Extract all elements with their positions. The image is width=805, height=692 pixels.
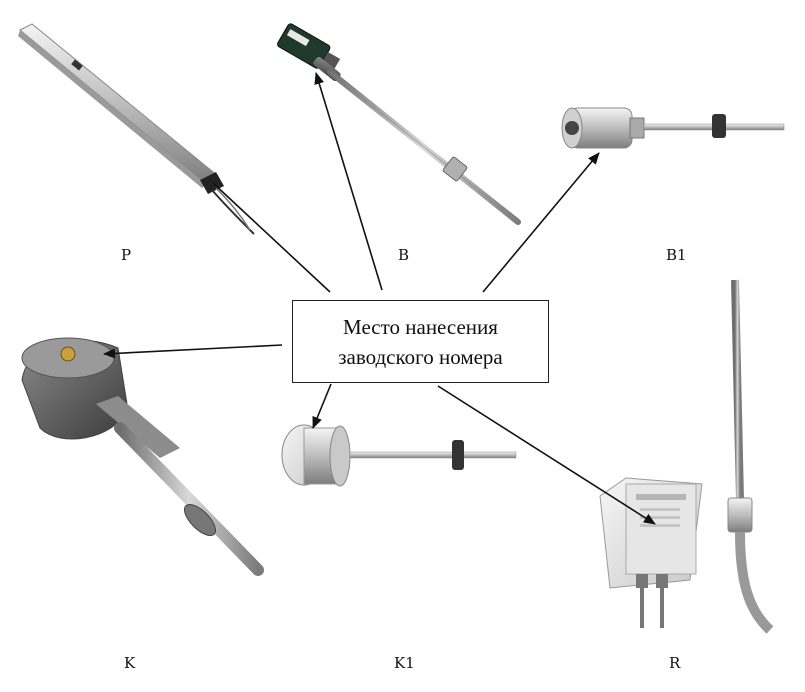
pointer-to-r — [437, 385, 656, 525]
sensor-k-image — [21, 337, 264, 576]
callout-line-2: заводского номера — [338, 344, 503, 369]
sensor-label-b1: B1 — [666, 246, 687, 264]
sensor-label-k: K — [124, 654, 136, 672]
callout-line-1: Место нанесения — [343, 314, 498, 339]
pointer-to-b — [314, 72, 383, 291]
pointer-to-b1 — [482, 152, 600, 293]
pointer-lines — [103, 72, 656, 525]
sensor-p-image — [18, 23, 255, 235]
sensor-k1-image — [281, 424, 517, 487]
sensor-b1-image — [561, 107, 785, 149]
serial-number-callout: Место нанесения заводского номера — [292, 300, 549, 383]
sensor-label-r: R — [669, 654, 681, 672]
sensor-label-b: B — [398, 246, 410, 264]
pointer-to-p — [212, 182, 331, 293]
sensor-label-p: P — [121, 246, 132, 264]
pointer-to-k1 — [312, 383, 332, 429]
sensor-b-image — [277, 23, 521, 225]
pointer-to-k — [103, 344, 283, 359]
sensor-label-k1: K1 — [394, 654, 415, 672]
sensor-r-image — [599, 279, 774, 634]
